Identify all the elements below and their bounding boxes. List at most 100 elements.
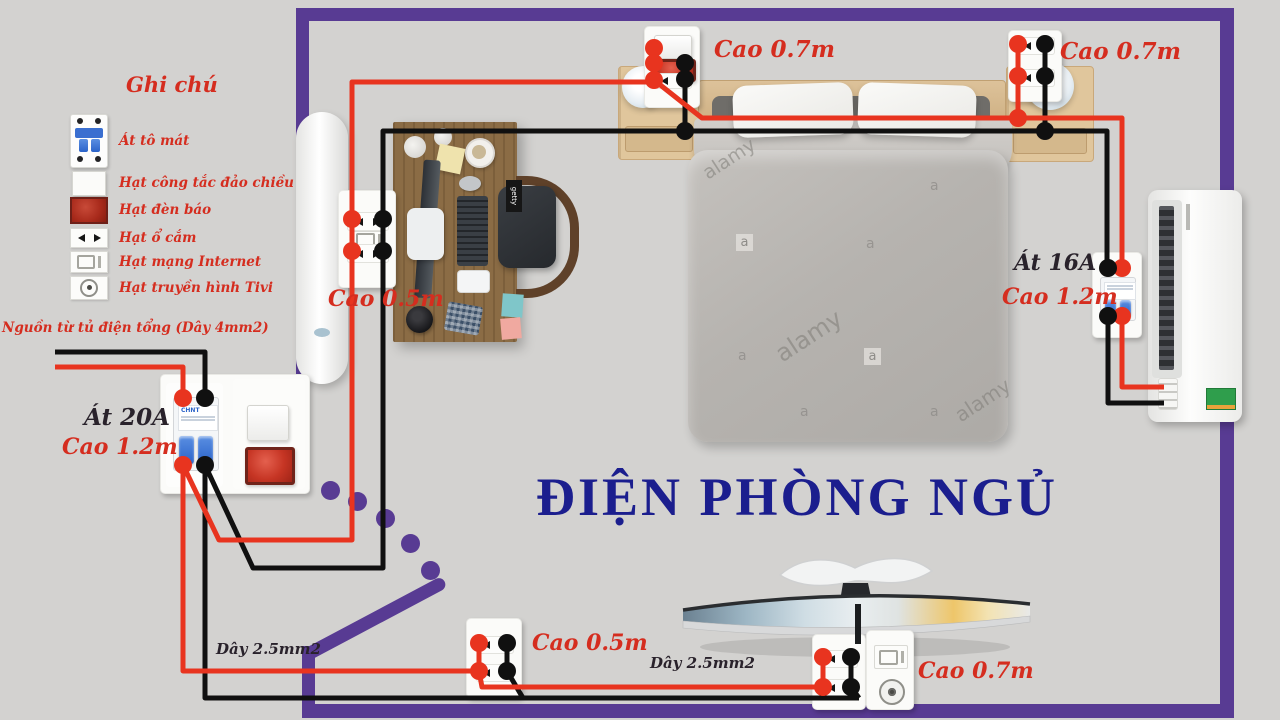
- legend-item-indicator: Hạt đèn báo: [70, 196, 212, 224]
- coffee-cup-inner: [472, 145, 486, 159]
- socket-face: [347, 244, 389, 263]
- indicator-light: [245, 447, 295, 485]
- breaker-toggle: [198, 436, 213, 464]
- legend-label: Át tô mát: [119, 133, 190, 149]
- socket-prong: [678, 77, 685, 85]
- breaker-label: [1104, 282, 1136, 300]
- internet-jack: [874, 645, 908, 669]
- tv-coax-jack: [879, 679, 905, 705]
- breaker-brand-label: CHNT: [178, 405, 218, 431]
- legend-label: Hạt mạng Internet: [119, 254, 262, 270]
- pillow-right: [857, 81, 977, 139]
- legend-label: Hạt ổ cắm: [119, 230, 197, 246]
- watermark-a: a: [866, 236, 875, 252]
- door-swing-dot: [421, 561, 440, 580]
- bedside-left-panel: [644, 26, 700, 108]
- jack-port: [878, 649, 898, 665]
- breaker-label-line: [1107, 288, 1133, 290]
- nightstand-right-drawer: [1013, 128, 1087, 154]
- diagram-title: ĐIỆN PHÒNG NGỦ: [536, 467, 1059, 527]
- legend-item-breaker: Át tô mát: [70, 114, 189, 168]
- socket-face: [1017, 69, 1055, 87]
- socket-face: [1017, 37, 1055, 55]
- calculator: [443, 301, 484, 336]
- door-leaf: [302, 575, 448, 662]
- socket-prong: [1024, 42, 1031, 50]
- bedside-switch-rocker: [654, 35, 692, 59]
- legend-label: Hạt công tắc đảo chiều: [119, 175, 294, 191]
- wall-top: [296, 8, 1232, 21]
- breaker-16a-label: Át 16A: [1014, 250, 1097, 276]
- monitor-stand: [407, 208, 444, 260]
- breaker-20a-label: Át 20A: [84, 404, 170, 431]
- legend-heading: Ghi chú: [126, 72, 218, 97]
- breaker-toggle: [1120, 300, 1131, 317]
- desk-outlet-height: Cao 0.5m: [328, 286, 444, 312]
- source-label: Nguồn từ tủ điện tổng (Dây 4mm2): [2, 320, 269, 336]
- main-breaker-panel: CHNT: [160, 374, 310, 494]
- socket-prong: [373, 217, 380, 226]
- legend-label: Hạt truyền hình Tivi: [119, 279, 273, 296]
- legend-label: Hạt đèn báo: [119, 202, 212, 218]
- legend-item-switch: Hạt công tắc đảo chiều: [70, 170, 294, 196]
- watermark-a: a: [864, 348, 881, 365]
- wire-gauge-label-right: Dây 2.5mm2: [650, 654, 755, 672]
- socket-prong: [828, 684, 835, 692]
- socket-prong: [483, 641, 490, 649]
- wall-bottom: [302, 704, 1232, 718]
- breaker-label-line: [181, 419, 215, 421]
- bed-left-outlet-height: Cao 0.7m: [714, 36, 835, 63]
- socket-prong: [356, 217, 363, 226]
- sticky-note-teal: [501, 293, 524, 318]
- door-swing-dot: [376, 509, 395, 528]
- door-swing-dot: [401, 534, 420, 553]
- socket-face: [476, 636, 514, 654]
- breaker-20a-device: CHNT: [173, 397, 219, 471]
- breaker-brand-text: CHNT: [181, 407, 200, 414]
- socket-prong: [500, 641, 507, 649]
- watermark-a: a: [736, 234, 753, 251]
- socket-prong: [373, 249, 380, 258]
- crumpled-paper: [404, 136, 426, 158]
- tv-jack-icon: [70, 275, 108, 300]
- ac-energy-label: [1206, 388, 1236, 410]
- breaker-body-band: [75, 128, 103, 138]
- breaker-icon: [70, 114, 108, 168]
- socket-prong: [483, 669, 490, 677]
- breaker-label-line: [1107, 285, 1133, 287]
- socket-prong: [828, 655, 835, 663]
- socket-prong: [845, 684, 852, 692]
- internet-icon: [70, 251, 108, 273]
- wire-gauge-label-left: Dây 2.5mm2: [216, 640, 321, 658]
- light-switch-rocker: [247, 405, 289, 441]
- sticky-note-pink: [500, 317, 522, 340]
- bed-duvet: [688, 150, 1008, 442]
- socket-face: [476, 664, 514, 682]
- smartphone: [457, 270, 490, 293]
- ac-brand-bar: [1186, 204, 1190, 230]
- breaker-screws: [71, 153, 107, 165]
- mouse: [459, 176, 481, 191]
- socket-icon: [70, 228, 108, 248]
- tube-light-logo: [314, 328, 330, 337]
- breaker-screws: [71, 115, 107, 127]
- bed-right-outlet-height: Cao 0.7m: [1060, 38, 1181, 65]
- floor-outlet-height: Cao 0.5m: [532, 630, 648, 656]
- tv-outlet-height: Cao 0.7m: [918, 658, 1034, 684]
- jack-pin: [900, 651, 904, 663]
- nightstand-left-drawer: [625, 126, 693, 152]
- socket-face: [822, 679, 858, 697]
- indicator-icon: [70, 196, 108, 224]
- getty-tag-text: getty: [510, 186, 519, 206]
- switch-icon: [70, 170, 108, 196]
- door-swing-dot: [321, 481, 340, 500]
- breaker-20a-height: Cao 1.2m: [62, 434, 178, 460]
- socket-prong: [1024, 74, 1031, 82]
- breaker-label-line: [181, 416, 215, 418]
- watermark-a: a: [930, 178, 939, 194]
- socket-prong: [845, 655, 852, 663]
- socket-face: [654, 73, 692, 89]
- tv-top-wing: [778, 557, 934, 587]
- breaker-toggles: [77, 139, 101, 152]
